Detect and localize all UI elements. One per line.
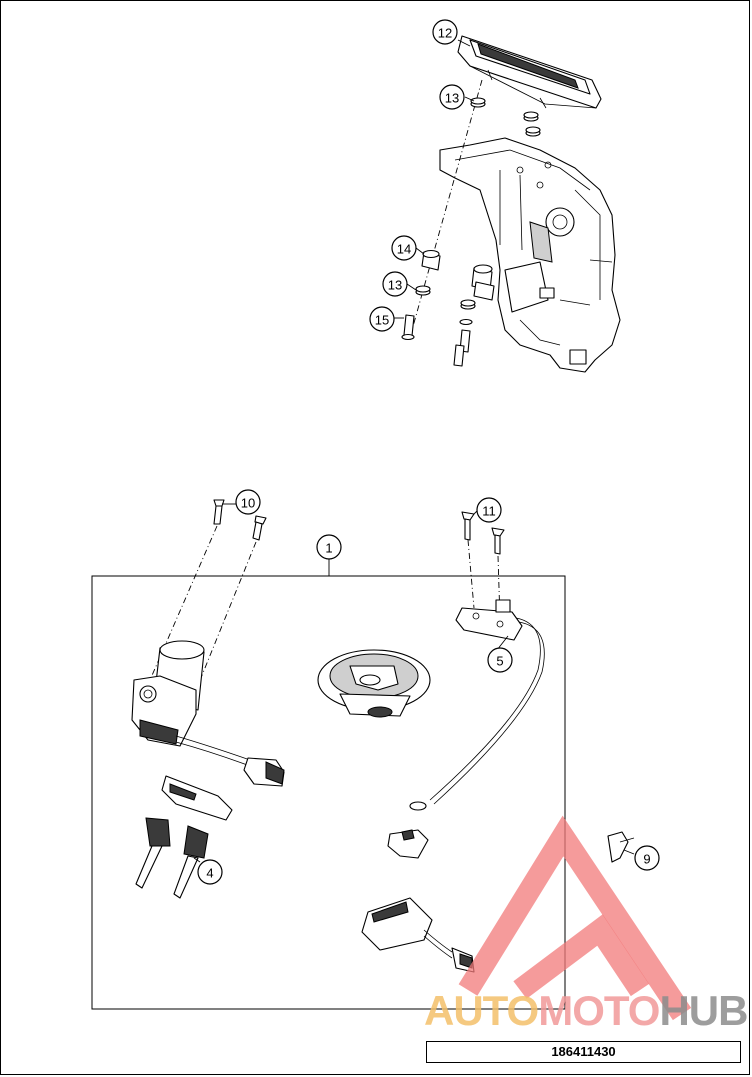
dashboard-bracket bbox=[439, 137, 621, 373]
svg-text:15: 15 bbox=[375, 313, 389, 328]
callout-13-upper: 13 bbox=[439, 84, 465, 110]
instrument-cluster bbox=[457, 35, 602, 109]
callout-4: 4 bbox=[197, 859, 223, 885]
keys bbox=[135, 817, 209, 899]
svg-text:14: 14 bbox=[397, 242, 411, 257]
callout-5: 5 bbox=[487, 647, 513, 673]
watermark-logo-mark bbox=[458, 815, 692, 1021]
lock-set-frame bbox=[91, 558, 566, 1010]
ignition-lock bbox=[131, 640, 285, 787]
svg-text:5: 5 bbox=[496, 654, 503, 669]
svg-text:10: 10 bbox=[241, 496, 255, 511]
key-remote bbox=[161, 775, 233, 821]
fuel-tank-cap bbox=[317, 649, 431, 718]
callout-9: 9 bbox=[634, 845, 660, 871]
callout-15: 15 bbox=[369, 306, 395, 332]
callout-14: 14 bbox=[391, 235, 417, 261]
svg-text:12: 12 bbox=[438, 26, 452, 41]
svg-text:11: 11 bbox=[482, 504, 496, 519]
watermark-hub: HUB bbox=[659, 987, 748, 1034]
svg-text:13: 13 bbox=[445, 91, 459, 106]
callout-1: 1 bbox=[316, 534, 342, 560]
retaining-clip bbox=[607, 831, 635, 863]
callout-13-lower: 13 bbox=[382, 271, 408, 297]
watermark-text: AUTOMOTOHUB bbox=[424, 987, 748, 1034]
fastener-stack bbox=[401, 79, 486, 341]
svg-text:4: 4 bbox=[206, 866, 213, 881]
tank-sensor bbox=[387, 599, 545, 859]
watermark-auto: AUTO bbox=[424, 987, 539, 1034]
watermark-moto: MOTO bbox=[538, 987, 660, 1034]
drawing-number: 186411430 bbox=[426, 1041, 741, 1063]
control-unit bbox=[361, 897, 475, 973]
svg-text:9: 9 bbox=[643, 852, 650, 867]
svg-text:1: 1 bbox=[325, 541, 332, 556]
callout-12: 12 bbox=[432, 19, 458, 45]
callout-10: 10 bbox=[235, 489, 261, 515]
svg-text:13: 13 bbox=[388, 278, 402, 293]
callout-11: 11 bbox=[476, 497, 502, 523]
fastener-set-right bbox=[453, 111, 541, 367]
